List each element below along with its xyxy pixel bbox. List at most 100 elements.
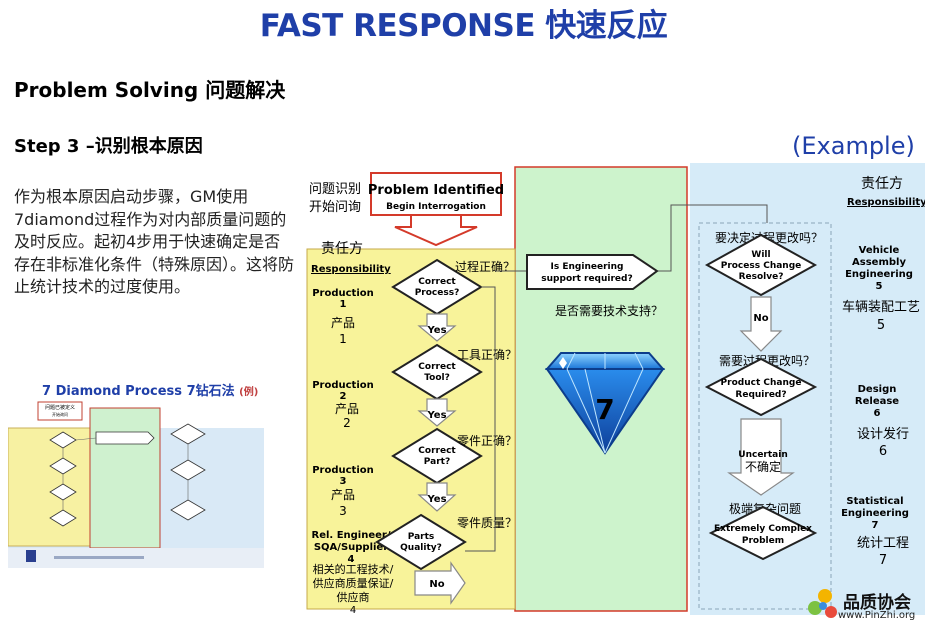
right-roles: Vehicle Assembly Engineering 5 Design Re…	[841, 245, 913, 531]
right-roles-cn: 车辆装配工艺 5 设计发行 6 统计工程 7	[842, 299, 920, 568]
role5-num: 5	[876, 281, 883, 292]
role7-line1: Statistical	[846, 496, 903, 507]
uncertain-arrow	[727, 418, 795, 496]
no-label-left: No	[429, 579, 444, 590]
example-label: (Example)	[792, 132, 915, 160]
role5-cn: 车辆装配工艺	[842, 299, 920, 315]
role7-cn: 统计工程	[857, 536, 909, 551]
row4-cn-num: 4	[350, 605, 356, 615]
problem-identified-title: Problem Identified	[368, 183, 504, 198]
row3-en: Production	[312, 465, 374, 476]
row3-num: 3	[340, 476, 347, 487]
thumbnail-diagram: 问题已被定义 开始询问	[8, 401, 264, 568]
left-resp-en: Responsibility	[311, 264, 391, 275]
logo-url: www.PinZhi.org	[838, 610, 916, 621]
right-resp-en: Responsibility	[847, 197, 925, 208]
d6-line2: Required?	[735, 390, 786, 400]
row4-en1: Rel. Engineer/	[312, 530, 391, 541]
engineering-line2: support required?	[541, 274, 632, 284]
d6-cn: 需要过程更改吗？	[719, 353, 815, 368]
yes-arrow-3	[417, 482, 457, 512]
role5-line3: Engineering	[845, 269, 913, 280]
page-title: FAST RESPONSE 快速反应	[259, 8, 668, 44]
d3-line1: Correct	[418, 446, 456, 456]
row2-num: 2	[340, 391, 347, 402]
yes-arrow-2	[417, 398, 457, 427]
thumbnail-title-en: 7 Diamond Process	[42, 384, 183, 399]
row2-cn-num: 2	[343, 416, 351, 430]
left-connector	[465, 286, 496, 552]
yes-label-3: Yes	[426, 494, 446, 505]
row4-num: 4	[348, 554, 355, 565]
d7-line2: Problem	[742, 536, 784, 546]
thumb-gm-logo	[26, 550, 36, 562]
problem-cn-line2: 开始问询	[309, 200, 361, 215]
d6-line1: Product Change	[721, 378, 802, 388]
thumb-box-sublabel: 开始询问	[52, 411, 68, 417]
gem-number: 7	[595, 393, 614, 426]
d2-line1: Correct	[418, 362, 456, 372]
uncertain-cn: 不确定	[745, 459, 781, 474]
to-right-line	[657, 204, 768, 272]
no-arrow-left	[414, 561, 466, 605]
d5-cn: 要决定过程更改吗？	[715, 230, 823, 245]
d2-line2: Tool?	[424, 373, 450, 383]
role6-cn-num: 6	[879, 444, 887, 459]
problem-identified-box	[370, 172, 502, 216]
section-heading: Problem Solving 问题解决	[14, 78, 286, 102]
logo-petal-4	[819, 602, 827, 610]
d1-line1: Correct	[418, 277, 456, 287]
no-arrow-right	[739, 296, 783, 352]
row1-en: Production	[312, 288, 374, 299]
problem-cn-line1: 问题识别	[309, 182, 361, 197]
d5-line2: Process Change	[721, 261, 802, 271]
yes-label-1: Yes	[426, 325, 446, 336]
logo-text: 品质协会	[843, 593, 911, 613]
thumb-box-label: 问题已被定义	[45, 404, 75, 411]
role7-num: 7	[872, 520, 879, 531]
d3-cn: 零件正确？	[457, 434, 517, 448]
d4-line1: Parts	[408, 532, 435, 542]
left-roles: Production 1 Production 2 Production 3 R…	[312, 288, 391, 565]
diamond-extremely-complex	[708, 505, 818, 561]
d1-line2: Process?	[415, 288, 460, 298]
thumb-diamond-4	[49, 509, 77, 527]
d5-line1: Will	[751, 250, 770, 260]
step-heading: Step 3 –识别根本原因	[14, 136, 203, 157]
row2-en: Production	[312, 380, 374, 391]
thumbnail-title-suffix: (例)	[239, 387, 259, 398]
d1-cn: 过程正确？	[455, 259, 515, 274]
seven-diamond-diagram: Problem Identified Begin Interrogation 问…	[306, 163, 925, 615]
diamond-product-change	[704, 357, 818, 417]
yes-label-2: Yes	[426, 410, 446, 421]
row4-cn2: 供应商质量保证/	[313, 576, 394, 590]
right-dashed-box	[698, 222, 832, 610]
thumb-problem-box	[37, 401, 83, 421]
uncertain-label: Uncertain	[738, 450, 787, 460]
problem-identified-subtitle: Begin Interrogation	[386, 202, 486, 212]
d4-line2: Quality?	[400, 543, 442, 553]
role5-line2: Assembly	[852, 257, 906, 268]
diamond-process-change	[704, 233, 818, 297]
role6-cn: 设计发行	[857, 426, 909, 442]
yes-arrow-1	[417, 313, 457, 342]
description-paragraph: 作为根本原因启动步骤，GM使用7diamond过程作为对内部质量问题的及时反应。…	[14, 187, 295, 296]
thumb-diamond-7	[170, 499, 206, 521]
logo-petal-3	[825, 606, 837, 618]
role6-num: 6	[874, 408, 881, 419]
role7-cn-num: 7	[879, 553, 887, 568]
no-label-right: No	[753, 313, 768, 324]
engineering-line1: Is Engineering	[551, 262, 624, 272]
thumbnail-title: 7 Diamond Process 7钻石法 (例)	[42, 380, 258, 399]
logo-petal-2	[808, 601, 822, 615]
row1-cn-num: 1	[339, 332, 347, 346]
left-roles-cn: 产品 1 产品 2 产品 3 相关的工程技术/ 供应商质量保证/ 供应商 4	[313, 316, 394, 615]
engineering-support-box	[526, 254, 659, 290]
left-resp-cn: 责任方	[321, 241, 363, 257]
thumbnail-title-cn: 7钻石法	[186, 384, 235, 399]
thumb-yellow-panel	[8, 427, 91, 547]
row1-cn: 产品	[331, 316, 355, 330]
role6-line2: Release	[855, 396, 899, 407]
thumb-green-panel	[89, 407, 161, 549]
row3-cn-num: 3	[339, 504, 347, 518]
